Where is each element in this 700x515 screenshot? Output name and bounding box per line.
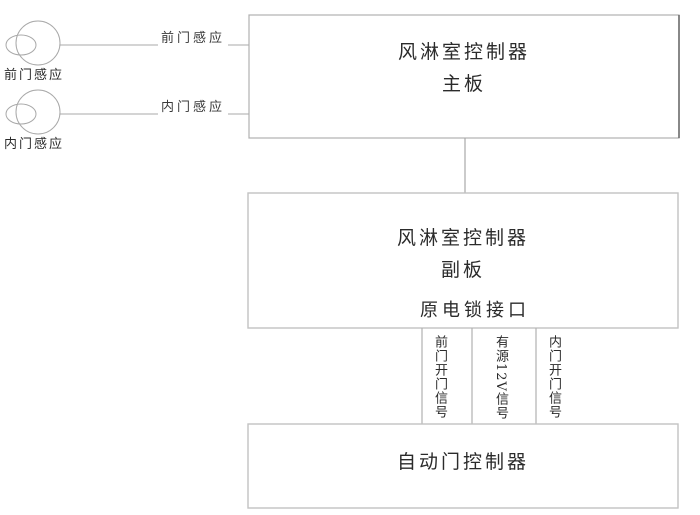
front-door-sensor-wire-label: 前门感应 <box>158 27 229 46</box>
powered-12v-signal-label: 有源12V信号 <box>493 335 508 420</box>
powered-12v-signal-label-part1: 有源 <box>493 335 508 363</box>
sub-board-title-line2: 副板 <box>440 259 485 281</box>
front-door-open-signal-label: 前门开门信号 <box>432 335 447 419</box>
inner-door-sensor-icon <box>5 89 61 135</box>
inner-door-sensor-caption: 内门感应 <box>4 137 65 152</box>
inner-door-sensor-wire-label: 内门感应 <box>158 96 229 115</box>
powered-12v-signal-label-voltage: 12V <box>493 363 508 392</box>
sub-board-box <box>247 192 679 329</box>
powered-12v-signal-label-part2: 信号 <box>493 391 508 420</box>
front-door-sensor-caption: 前门感应 <box>4 68 65 83</box>
auto-door-controller-box <box>247 423 679 509</box>
inner-door-open-signal-label: 内门开门信号 <box>546 335 561 419</box>
auto-door-controller-title: 自动门控制器 <box>396 451 529 473</box>
front-door-sensor-icon <box>5 20 61 66</box>
sub-board-title-line1: 风淋室控制器 <box>396 227 529 249</box>
main-board-title-line2: 主板 <box>441 73 486 95</box>
sub-board-interface-label: 原电锁接口 <box>420 300 530 321</box>
main-board-title-line1: 风淋室控制器 <box>397 41 530 63</box>
